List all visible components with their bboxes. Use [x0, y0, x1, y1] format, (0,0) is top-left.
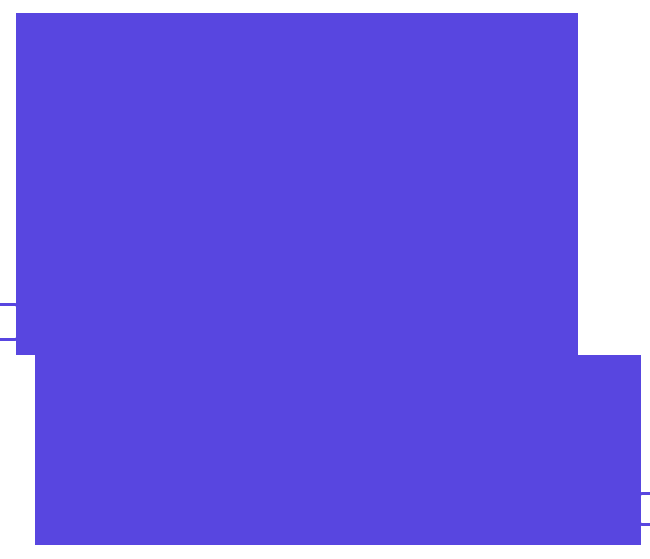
left-chip-outline: [0, 303, 19, 341]
lower-block-shape: [35, 355, 641, 545]
right-chip-outline: [638, 492, 650, 526]
upper-block-shape: [16, 13, 578, 355]
